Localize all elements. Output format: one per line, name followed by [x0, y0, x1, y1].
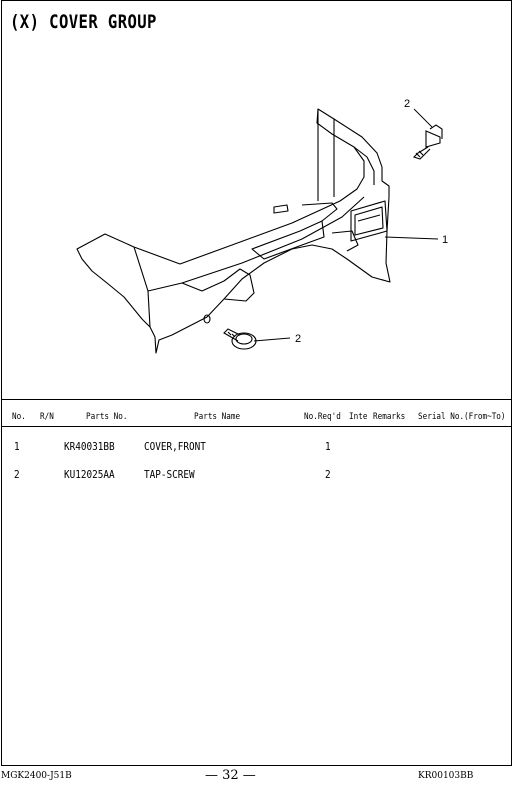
row-2-parts-no: KU12025AA [64, 468, 115, 481]
footer-doc-code: MGK2400-J51B [1, 771, 72, 781]
header-rn: R/N [40, 412, 54, 422]
row-1-no: 1 [14, 440, 20, 453]
page-frame: (X) COVER GROUP [1, 0, 512, 766]
cover-front-drawing [76, 108, 391, 354]
header-parts-no: Parts No. [86, 412, 128, 422]
header-inte: Inte [349, 412, 368, 422]
header-no-reqd: No.Req'd [304, 412, 341, 422]
row-2-qty: 2 [325, 468, 331, 481]
page-number: — 32 — [205, 768, 256, 783]
row-1-qty: 1 [325, 440, 331, 453]
row-1-parts-name: COVER,FRONT [144, 440, 206, 453]
callout-2-top: 2 [404, 98, 410, 110]
row-2-no: 2 [14, 468, 20, 481]
header-no: No. [12, 412, 26, 422]
callout-1: 1 [442, 234, 448, 246]
page-title: (X) COVER GROUP [10, 11, 157, 33]
table-header-rule [2, 426, 511, 427]
header-parts-name: Parts Name [194, 412, 241, 422]
tap-screw-bottom-drawing [223, 328, 257, 350]
header-serial: Serial No.(From~To) [418, 412, 506, 422]
footer-group-code: KR00103BB [418, 771, 474, 781]
parts-illustration: 2 1 2 [76, 98, 448, 354]
table-top-rule [2, 399, 511, 400]
header-remarks: Remarks [373, 412, 406, 422]
row-2-parts-name: TAP-SCREW [144, 468, 195, 481]
row-1-parts-no: KR40031BB [64, 440, 115, 453]
tap-screw-top-drawing [412, 124, 443, 160]
callout-2-bottom: 2 [295, 333, 301, 345]
